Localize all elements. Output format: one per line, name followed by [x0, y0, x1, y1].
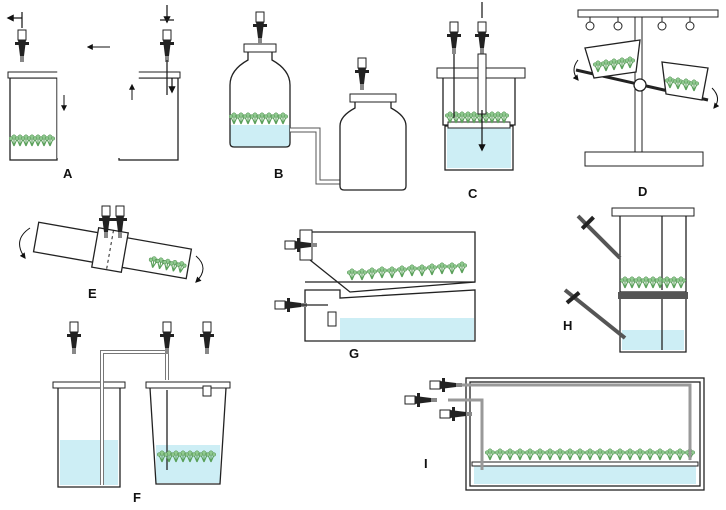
panel-f: F [52, 321, 231, 505]
panel-label-e: E [88, 286, 97, 301]
panel-d: D [572, 9, 720, 199]
panel-label-f: F [133, 490, 141, 505]
panel-b: B [228, 11, 407, 191]
panel-label-c: C [468, 186, 478, 201]
panel-h: H [563, 207, 695, 353]
panel-label-h: H [563, 318, 572, 333]
panel-c: C [436, 2, 526, 201]
panel-a: A [6, 5, 181, 181]
panel-i: I [404, 377, 705, 491]
panel-label-d: D [638, 184, 647, 199]
panel-label-b: B [274, 166, 283, 181]
panel-e: E [19, 205, 204, 301]
panel-label-a: A [63, 166, 73, 181]
panel-label-i: I [424, 456, 428, 471]
panel-label-g: G [349, 346, 359, 361]
panel-g: G [274, 229, 476, 361]
